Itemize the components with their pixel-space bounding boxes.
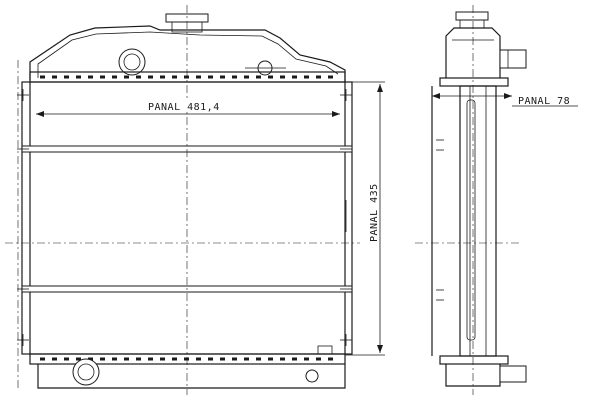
bottom-tank-outline <box>37 364 346 389</box>
width-arrow-left <box>36 111 44 117</box>
flange-hole <box>196 357 201 361</box>
flange-hole <box>76 357 81 361</box>
flange-hole <box>124 75 129 79</box>
flange-hole <box>88 75 93 79</box>
flange-hole <box>112 75 117 79</box>
side-tube <box>466 99 476 341</box>
flange-hole <box>304 357 309 361</box>
flange-hole <box>52 357 57 361</box>
flange-hole <box>316 357 321 361</box>
flange-hole <box>220 357 225 361</box>
drain-bracket <box>317 345 333 355</box>
depth-arrow-right <box>504 93 512 99</box>
flange-hole <box>184 357 189 361</box>
flange-hole <box>40 357 45 361</box>
flange-hole <box>280 75 285 79</box>
flange-hole <box>304 75 309 79</box>
flange-hole <box>292 357 297 361</box>
flange-hole <box>100 357 105 361</box>
flange-hole <box>148 75 153 79</box>
flange-hole <box>244 357 249 361</box>
bottom-flange-holes <box>40 357 333 361</box>
flange-hole <box>256 75 261 79</box>
side-bottom-flange <box>439 355 509 365</box>
side-filler-neck <box>459 19 485 29</box>
flange-hole <box>76 75 81 79</box>
drain-plug <box>305 369 319 383</box>
flange-hole <box>160 75 165 79</box>
flange-hole <box>196 75 201 79</box>
side-top-flange <box>439 77 509 87</box>
flange-hole <box>232 75 237 79</box>
height-arrow-bottom <box>377 345 383 353</box>
flange-hole <box>328 75 333 79</box>
flange-hole <box>136 357 141 361</box>
flange-hole <box>220 75 225 79</box>
outlet-pipe-inner <box>77 363 95 381</box>
side-outlet-stub <box>499 365 527 383</box>
flange-hole <box>64 357 69 361</box>
flange-hole <box>208 75 213 79</box>
bottom-flange <box>29 353 346 365</box>
flange-hole <box>88 357 93 361</box>
width-dimension-label: PANAL 481,4 <box>148 102 220 113</box>
flange-hole <box>40 75 45 79</box>
top-tank-outline <box>29 25 346 82</box>
flange-hole <box>268 357 273 361</box>
flange-hole <box>100 75 105 79</box>
flange-hole <box>64 75 69 79</box>
flange-hole <box>292 75 297 79</box>
flange-hole <box>280 357 285 361</box>
flange-hole <box>52 75 57 79</box>
flange-hole <box>208 357 213 361</box>
side-filler-cap <box>455 11 489 21</box>
flange-hole <box>232 357 237 361</box>
flange-hole <box>184 75 189 79</box>
top-tank-inner <box>37 31 339 78</box>
front-view: PANAL 481,4 PANAL 435 <box>5 5 385 395</box>
height-dimension-label: PANAL 435 <box>369 183 380 242</box>
mount-points <box>17 89 352 346</box>
flange-hole <box>328 357 333 361</box>
width-label-bg <box>142 100 232 112</box>
inlet-pipe <box>118 48 146 76</box>
side-core <box>459 85 497 357</box>
flange-hole <box>316 75 321 79</box>
flange-hole <box>148 357 153 361</box>
height-arrow-top <box>377 84 383 92</box>
outlet-pipe <box>72 358 100 386</box>
flange-hole <box>112 357 117 361</box>
inlet-pipe-inner <box>123 53 141 71</box>
flange-hole <box>136 75 141 79</box>
flange-hole <box>256 357 261 361</box>
flange-hole <box>124 357 129 361</box>
side-view: PANAL 78 <box>415 5 578 395</box>
depth-dimension-label: PANAL 78 <box>518 96 570 107</box>
width-arrow-right <box>332 111 340 117</box>
flange-hole <box>268 75 273 79</box>
flange-hole <box>244 75 249 79</box>
depth-arrow-left <box>432 93 440 99</box>
flange-hole <box>172 75 177 79</box>
side-inlet-stub <box>499 49 527 69</box>
top-flange-holes <box>40 75 333 79</box>
flange-hole <box>160 357 165 361</box>
flange-hole <box>172 357 177 361</box>
